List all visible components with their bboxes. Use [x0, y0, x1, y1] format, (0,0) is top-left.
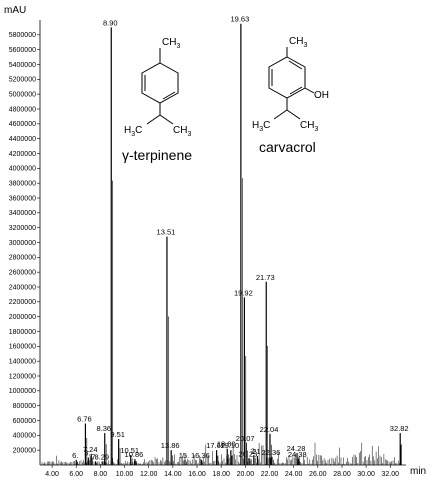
peak-label: 8.90 [103, 18, 118, 27]
y-tick-label: 3000000 [9, 240, 36, 247]
peak-label: 19.63 [230, 15, 249, 24]
carvacrol-ch3-right: CH3 [300, 120, 318, 133]
peak-label: 13.51 [157, 228, 176, 237]
peak-label: 16.36 [191, 451, 210, 460]
x-tick-label: 14.00 [164, 471, 182, 478]
peak-label: 21.73 [256, 273, 275, 282]
carvacrol-structure [268, 47, 315, 120]
x-tick-label: 18.00 [212, 471, 230, 478]
y-tick-label: 200000 [13, 447, 36, 454]
peak-label: 24.38 [288, 450, 307, 459]
y-tick-label: 600000 [13, 418, 36, 425]
x-tick-label: 30.00 [357, 471, 375, 478]
y-tick-label: 2600000 [9, 269, 36, 276]
y-tick-label: 1000000 [9, 388, 36, 395]
gamma-terpinene-h3c: H3C [124, 125, 142, 138]
x-tick-label: 32.00 [382, 471, 400, 478]
carvacrol-label: carvacrol [259, 139, 316, 155]
x-tick-label: 10.00 [116, 471, 134, 478]
y-tick-label: 5400000 [9, 62, 36, 69]
peak-label: 17.62 [206, 441, 225, 450]
x-tick-label: 24.00 [285, 471, 303, 478]
carvacrol-ch3-top: CH3 [289, 36, 307, 49]
y-tick-label: 5600000 [9, 47, 36, 54]
peak-label: 22.04 [260, 425, 279, 434]
y-tick-label: 4800000 [9, 106, 36, 113]
x-tick-label: 4.00 [45, 471, 59, 478]
y-tick-label: 1600000 [9, 344, 36, 351]
y-tick-label: 400000 [13, 433, 36, 440]
peak-label: 7. [91, 452, 97, 461]
gamma-terpinene-ch3-right: CH3 [173, 125, 191, 138]
carvacrol-oh: OH [314, 90, 329, 101]
y-tick-label: 1800000 [9, 329, 36, 336]
y-tick-label: 1200000 [9, 373, 36, 380]
x-tick-label: 28.00 [333, 471, 351, 478]
y-tick-label: 1400000 [9, 358, 36, 365]
y-tick-label: 4000000 [9, 166, 36, 173]
y-tick-label: 4600000 [9, 121, 36, 128]
gamma-terpinene-label: γ-terpinene [122, 147, 192, 163]
peak-label: 13.86 [161, 441, 180, 450]
x-tick-label: 26.00 [309, 471, 327, 478]
y-tick-label: 3600000 [9, 195, 36, 202]
y-axis: 200000 400000 600000 800000 1000000 1200000 14… [9, 32, 40, 454]
y-tick-label: 800000 [13, 403, 36, 410]
peak-label: 20.23 [239, 449, 258, 458]
y-tick-label: 2200000 [9, 299, 36, 306]
y-tick-label: 3400000 [9, 210, 36, 217]
x-axis-unit: min [410, 466, 426, 477]
y-tick-label: 4400000 [9, 136, 36, 143]
y-tick-label: 5800000 [9, 32, 36, 39]
x-tick-label: 20.00 [237, 471, 255, 478]
y-tick-label: 3200000 [9, 225, 36, 232]
peak-label: 19.10 [220, 441, 239, 450]
peak-label: 8.36 [96, 424, 111, 433]
peak-label: 21 [252, 447, 260, 456]
x-axis: 4.00 6.00 8.00 10.00 12.00 14.00 16.00 18.00 20.… [45, 465, 399, 478]
gamma-terpinene-ch3-top: CH3 [162, 37, 180, 50]
gamma-terpinene-structure [141, 48, 179, 125]
y-tick-label: 4200000 [9, 151, 36, 158]
peak-label: 3. [84, 449, 90, 458]
y-tick-label: 5200000 [9, 77, 36, 84]
peak-label: 10.51 [120, 446, 139, 455]
x-tick-label: 16.00 [188, 471, 206, 478]
peak-labels: 6. 6.76 3.7.247.8.29 8.36 8.90 9.51 10.5110.86… [72, 15, 408, 462]
x-tick-label: 22.00 [261, 471, 279, 478]
peak-label: 18.80 [217, 440, 236, 449]
peak-label: 6. [72, 451, 78, 460]
peak-label: 24.28 [287, 444, 306, 453]
peak-label: 22.36 [262, 448, 281, 457]
peak-label: 6.76 [77, 414, 92, 423]
y-tick-label: 2800000 [9, 255, 36, 262]
peak-label: 2 [251, 446, 255, 455]
peak-label: 7.24 [83, 445, 98, 454]
y-tick-label: 5000000 [9, 91, 36, 98]
peak-label: 32.82 [390, 424, 409, 433]
peak-label: 9.51 [110, 430, 125, 439]
carvacrol-h3c: H3C [252, 120, 270, 133]
peak-label: 20.07 [236, 434, 255, 443]
peak-label: 10.86 [125, 450, 144, 459]
peak-series [75, 23, 402, 465]
y-tick-label: 3800000 [9, 180, 36, 187]
y-axis-unit: mAU [4, 5, 26, 16]
x-tick-label: 8.00 [94, 471, 108, 478]
peak-label: 15. [179, 451, 189, 460]
peak-label: 19.92 [234, 288, 253, 297]
x-tick-label: 12.00 [140, 471, 158, 478]
x-tick-label: 6.00 [69, 471, 83, 478]
peak-label: 8.29 [95, 452, 110, 461]
y-tick-label: 2000000 [9, 314, 36, 321]
y-tick-label: 2400000 [9, 284, 36, 291]
